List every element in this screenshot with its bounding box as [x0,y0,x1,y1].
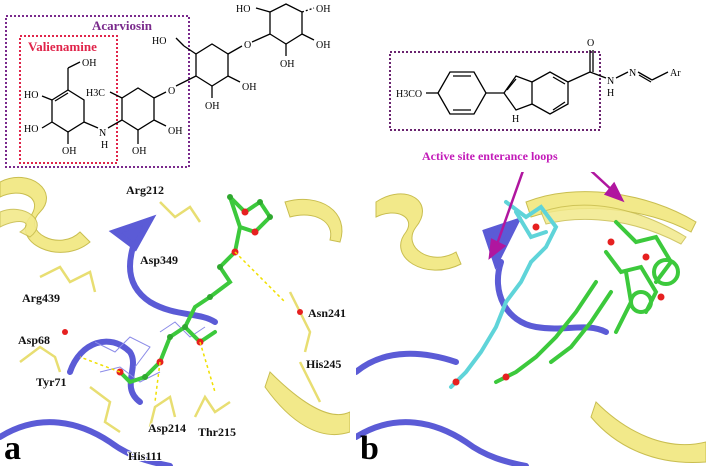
n-link: N [99,128,106,139]
oh-7: OH [280,59,294,70]
o-link-2: O [244,40,251,51]
entrance-arrows [488,172,625,260]
ligand-atoms-green [142,194,273,380]
acarviosin-box [5,15,190,168]
residue-sticks [19,201,322,434]
panel-b-letter: b [360,430,379,466]
oxygen-atoms-b [452,223,665,386]
res-label-0: Arg212 [126,183,164,197]
glucose-ring-2: HO OH OH OH [236,3,330,70]
oh-4: OH [168,126,182,137]
hydrazide-n1: N [607,76,614,87]
oh-9: OH [316,4,330,15]
glucose-ring-1: HO OH OH O [152,36,256,112]
o-link-1: O [168,86,175,97]
ho-4: HO [236,4,250,15]
ho-1: HO [24,90,38,101]
ch3: H3C [86,88,105,99]
oh-1: OH [82,58,96,69]
hbond-lines [79,251,286,403]
deoxy-ring: H3C OH OH O [86,86,182,157]
res-label-8: Thr215 [198,425,236,439]
ho-3: HO [152,36,166,47]
ho-2: HO [24,124,38,135]
res-label-7: Asp214 [148,421,186,435]
helix-ribbons [0,177,350,436]
res-label-5: Tyr71 [36,375,66,389]
nh-hydrazide: H [607,88,614,99]
panel-a-docking: Arg212 Asp349 Arg439 Asn241 Asp68 Tyr71 … [0,172,350,466]
hydrazide-n2: N [629,68,636,79]
oh-6: OH [242,82,256,93]
oh-5: OH [205,101,219,112]
acarbose-structure: Acarviosin Valienamine OH HO HO OH N H H… [5,3,330,168]
res-label-2: Arg439 [22,291,60,305]
loop-ribbons-b [356,216,609,466]
panel-b-annotation: Active site enterance loops [422,149,558,163]
panel-a-letter: a [4,430,21,466]
oh-2: OH [62,146,76,157]
res-label-4: Asp68 [18,333,50,347]
helix-ribbons-b [375,191,706,464]
valienamine-ring: OH HO HO OH N H [24,58,108,157]
annotation-text: Active site enterance loops [422,149,558,163]
ligand-structure: H3CO H O N H N Ar [389,38,681,131]
acarviosin-label: Acarviosin [92,18,153,33]
green-ligand-poses [494,220,680,384]
valienamine-box [19,35,118,164]
cyan-ligand-poses [449,200,559,389]
panel-b-docking: b [356,172,706,466]
oh-3: OH [132,146,146,157]
res-label-6: His245 [306,357,341,371]
oh-8: OH [316,40,330,51]
valienamine-label: Valienamine [28,39,97,54]
ligand-box [389,51,601,131]
methoxy-label: H3CO [396,89,422,100]
res-label-1: Asp349 [140,253,178,267]
aryl-label: Ar [670,68,681,79]
res-label-9: His111 [128,449,162,463]
res-label-3: Asn241 [308,306,346,320]
loop-ribbons [0,214,218,466]
nh-imidazole: H [512,114,519,125]
h-link: H [101,140,108,151]
carbonyl-o: O [587,38,594,49]
